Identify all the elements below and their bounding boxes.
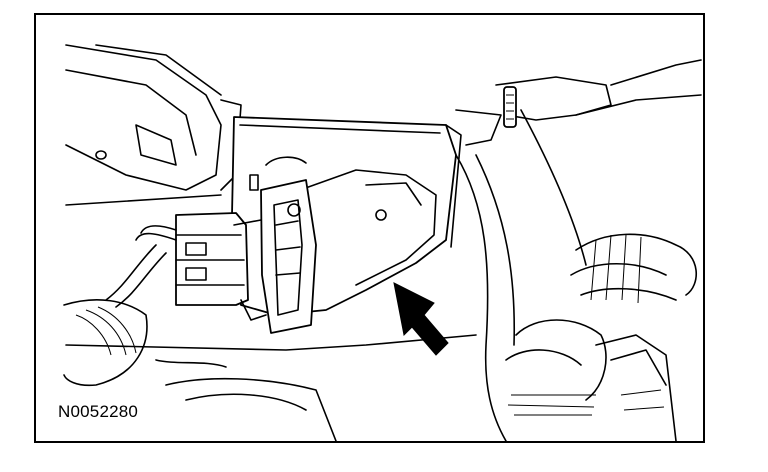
figure-frame: N0052280 — [34, 13, 705, 443]
hose-right — [505, 233, 698, 441]
figure-code-label: N0052280 — [56, 402, 141, 422]
technical-line-drawing — [63, 44, 702, 441]
wiring-harness — [63, 225, 177, 387]
body-panel — [65, 44, 242, 206]
location-arrow — [393, 282, 449, 356]
electrical-connector — [175, 179, 317, 334]
lower-structure — [65, 109, 587, 441]
mounting-bracket — [455, 59, 702, 146]
